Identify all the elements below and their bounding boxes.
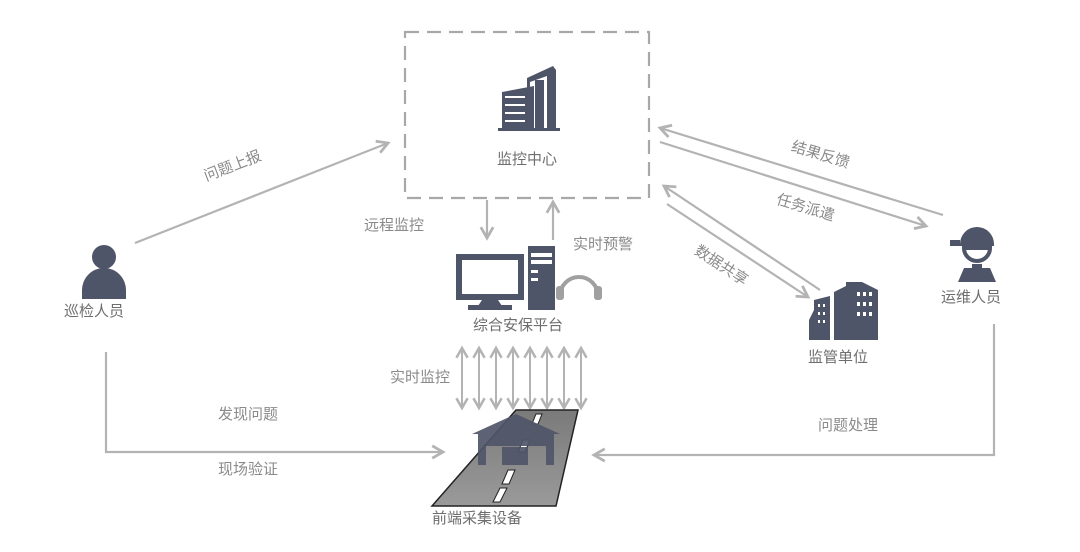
desktop-computer-icon [456,246,555,310]
edge-label-onsite-verification: 现场验证 [218,460,279,478]
realtime-monitoring-arrows [455,345,588,411]
arrow-task-dispatch [659,140,929,230]
patrol-staff-label: 巡检人员 [64,302,125,320]
worker-cap-icon [950,227,996,282]
arrow-issue-handling [591,324,996,463]
maintenance-staff-label: 运维人员 [941,288,1002,306]
monitoring-center-label: 监控中心 [497,150,558,168]
person-icon [82,245,126,299]
edge-label-realtime-monitoring: 实时监控 [390,368,451,386]
arrow-data-sharing-down [666,203,811,299]
edge-label-remote-monitoring: 远程监控 [364,216,425,234]
edge-label-issue-found: 发现问题 [218,405,279,423]
headphones-icon [556,275,602,300]
edge-label-issue-handling: 问题处理 [818,416,879,434]
city-buildings-icon [809,282,878,340]
arrow-onsite-verification [104,352,446,460]
arrow-result-feedback [657,123,944,217]
monitoring-center-box [403,30,651,200]
office-building-icon [498,66,560,131]
frontend-devices-label: 前端采集设备 [432,509,523,527]
arrow-data-sharing-up [661,184,821,291]
security-platform-label: 综合安保平台 [473,316,564,334]
garage-road-icon [430,409,579,507]
arrow-issue-report [134,139,391,245]
edge-label-realtime-alert: 实时预警 [573,235,634,253]
regulator-label: 监管单位 [808,348,869,366]
